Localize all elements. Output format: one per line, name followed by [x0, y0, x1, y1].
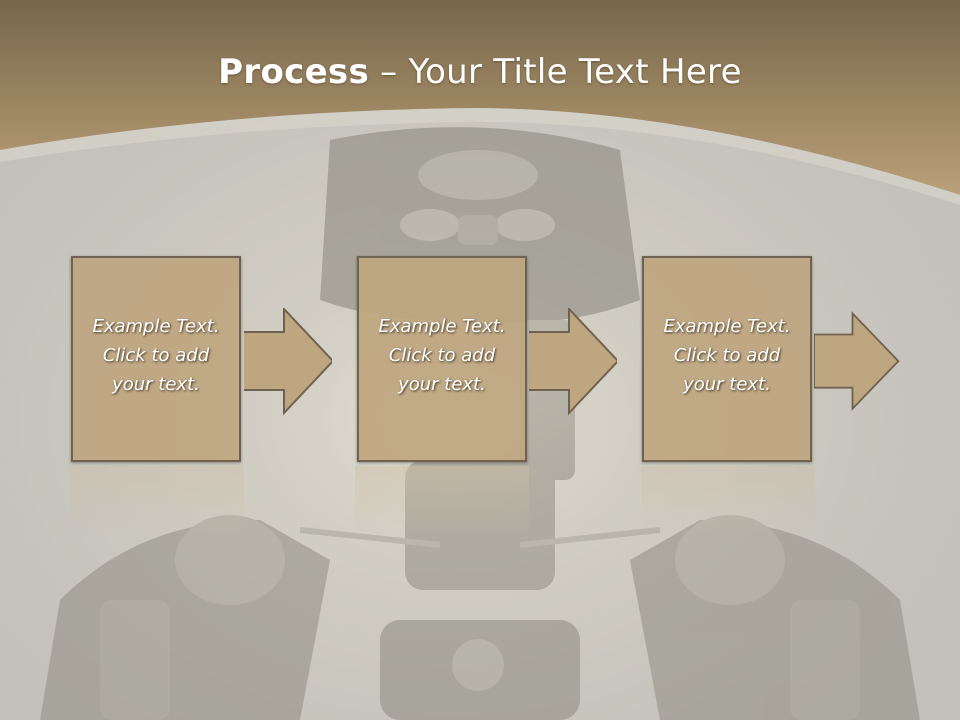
step-2-box[interactable]: Example Text. Click to add your text.: [357, 256, 527, 462]
title-bold: Process: [218, 52, 370, 92]
step-3-box[interactable]: Example Text. Click to add your text.: [642, 256, 812, 462]
step-3-text[interactable]: Example Text. Click to add your text.: [663, 316, 791, 395]
step-3-reflection: [641, 466, 815, 536]
slide-title[interactable]: Process – Your Title Text Here: [0, 52, 960, 92]
step-1-text[interactable]: Example Text. Click to add your text.: [92, 316, 220, 395]
step-1-reflection: [70, 466, 244, 536]
arrow-right-icon: [529, 308, 617, 416]
title-rest: – Your Title Text Here: [369, 52, 742, 92]
step-1-box[interactable]: Example Text. Click to add your text.: [71, 256, 241, 462]
step-2-reflection: [355, 466, 529, 536]
arrow-right-icon: [814, 311, 900, 412]
step-2-text[interactable]: Example Text. Click to add your text.: [378, 316, 506, 395]
arrow-right-icon: [244, 308, 332, 416]
